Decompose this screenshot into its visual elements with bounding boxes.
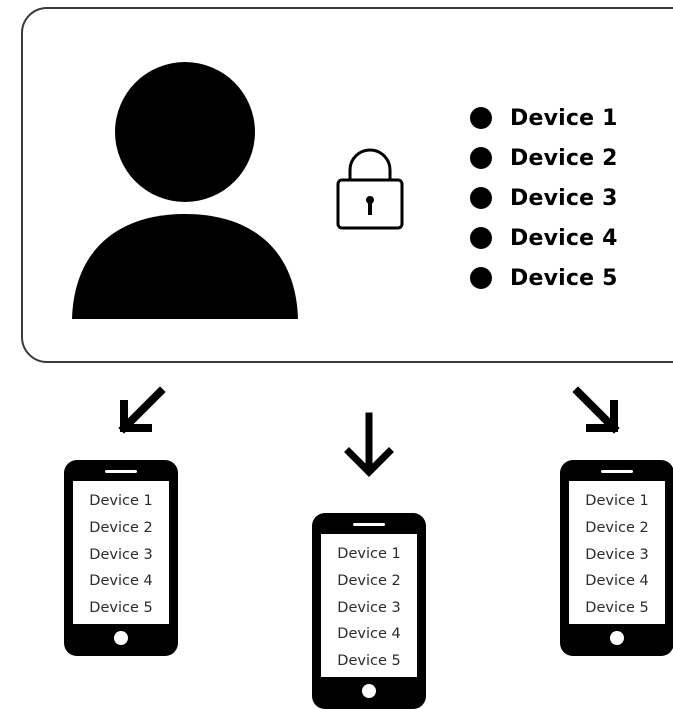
phone-right: Device 1 Device 2 Device 3 Device 4 Devi… — [560, 460, 673, 656]
user-silhouette-icon — [72, 62, 298, 319]
account-device-list: Device 1 Device 2 Device 3 Device 4 Devi… — [470, 98, 618, 298]
phone-device-item: Device 4 — [585, 573, 649, 590]
device-list-item: Device 3 — [470, 178, 618, 218]
phone-screen: Device 1 Device 2 Device 3 Device 4 Devi… — [73, 481, 169, 624]
phone-device-item: Device 3 — [585, 546, 649, 563]
phone-device-item: Device 2 — [89, 519, 153, 536]
phone-device-item: Device 1 — [585, 493, 649, 509]
device-list-item: Device 1 — [470, 98, 618, 138]
bullet-icon — [470, 147, 492, 169]
phone-device-item: Device 4 — [337, 626, 401, 643]
phone-device-item: Device 2 — [337, 572, 401, 589]
home-button — [114, 631, 128, 645]
arrow-down-left-icon — [118, 386, 166, 434]
bullet-icon — [470, 107, 492, 129]
phone-screen: Device 1 Device 2 Device 3 Device 4 Devi… — [321, 534, 417, 677]
device-label: Device 5 — [510, 265, 618, 291]
device-label: Device 1 — [510, 105, 618, 131]
bullet-icon — [470, 227, 492, 249]
device-list-item: Device 5 — [470, 258, 618, 298]
padlock-icon — [336, 148, 404, 230]
phone-device-item: Device 4 — [89, 573, 153, 590]
device-list-item: Device 2 — [470, 138, 618, 178]
bullet-icon — [470, 187, 492, 209]
phone-middle: Device 1 Device 2 Device 3 Device 4 Devi… — [312, 513, 426, 709]
phone-speaker — [105, 470, 137, 473]
arrow-down-right-icon — [572, 386, 620, 434]
device-label: Device 4 — [510, 225, 618, 251]
phone-device-item: Device 2 — [585, 519, 649, 536]
device-label: Device 3 — [510, 185, 618, 211]
phone-screen: Device 1 Device 2 Device 3 Device 4 Devi… — [569, 481, 665, 624]
phone-speaker — [353, 523, 385, 526]
phone-device-item: Device 3 — [337, 599, 401, 616]
device-list-item: Device 4 — [470, 218, 618, 258]
phone-device-item: Device 3 — [89, 546, 153, 563]
phone-device-item: Device 1 — [337, 546, 401, 562]
phone-device-item: Device 5 — [337, 653, 401, 670]
home-button — [362, 684, 376, 698]
home-button — [610, 631, 624, 645]
phone-left: Device 1 Device 2 Device 3 Device 4 Devi… — [64, 460, 178, 656]
phone-device-item: Device 1 — [89, 493, 153, 509]
device-label: Device 2 — [510, 145, 618, 171]
arrow-down-icon — [344, 412, 394, 477]
bullet-icon — [470, 267, 492, 289]
phone-speaker — [601, 470, 633, 473]
phone-device-item: Device 5 — [89, 600, 153, 617]
phone-device-item: Device 5 — [585, 600, 649, 617]
